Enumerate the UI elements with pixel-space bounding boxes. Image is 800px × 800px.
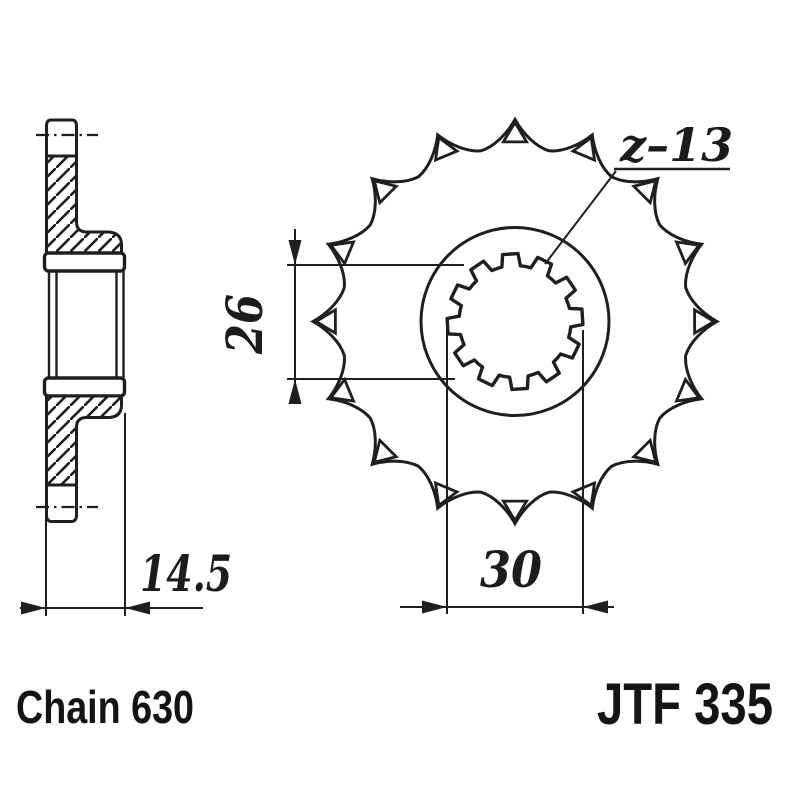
arrowhead-up <box>288 379 302 404</box>
teeth-count-label: z–13 <box>619 118 733 172</box>
arrowhead-right <box>422 600 447 614</box>
side-bore-walls <box>47 271 125 378</box>
arrowhead-left <box>583 600 608 614</box>
dimension-annotations: 26 30 14.5 z–13 <box>20 118 733 616</box>
side-bottom-tooth <box>45 483 78 523</box>
chain-size-label: Chain 630 <box>16 681 194 733</box>
spline-bore-outline <box>445 251 585 392</box>
arrowhead-left <box>125 601 150 615</box>
dim-26-label: 26 <box>215 294 274 355</box>
arrowhead-down <box>288 240 302 265</box>
dim-30-label: 30 <box>480 540 542 599</box>
side-top-tooth <box>45 118 78 158</box>
dimension-30: 30 <box>400 330 614 614</box>
teeth-count-callout: z–13 <box>544 118 733 265</box>
dim-width-label: 14.5 <box>140 544 232 603</box>
dimension-14-5: 14.5 <box>20 413 232 616</box>
side-upper-flange <box>45 154 123 255</box>
front-view <box>309 116 721 527</box>
side-upper-rim <box>42 251 127 273</box>
side-lower-flange <box>45 394 123 487</box>
dimension-26: 26 <box>215 229 464 404</box>
side-lower-rim <box>42 376 127 398</box>
side-section-view <box>36 118 127 523</box>
part-number-label: JTF 335 <box>597 672 773 737</box>
arrowhead-right <box>21 601 46 615</box>
hub-circle <box>419 226 611 417</box>
